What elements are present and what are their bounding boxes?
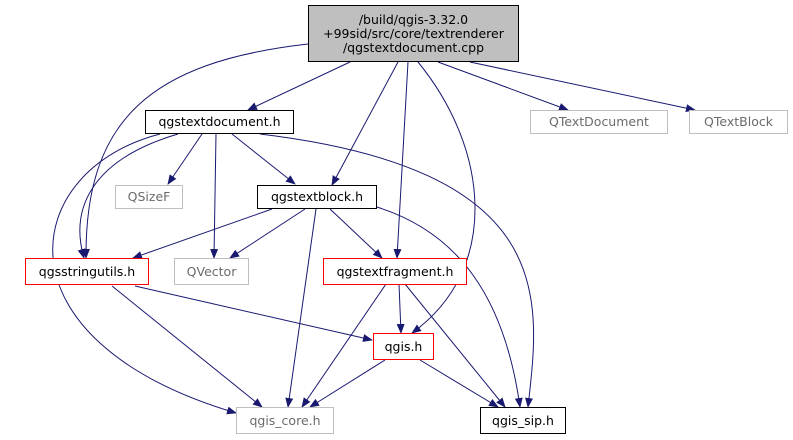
node-qtextdocument[interactable]: QTextDocument [530,110,668,134]
node-qgstextdocument-h[interactable]: qgstextdocument.h [145,110,294,134]
edge-qgstextfragment-to-qgis-sip [404,283,506,408]
edge-qgsstringutils-to-qgis-core [111,285,263,408]
node-qsizef[interactable]: QSizeF [115,185,183,209]
edge-qgstextdocument-to-qvector [210,133,219,259]
edge-qgstextdocument-to-qsizef [167,133,203,185]
edge-root-to-qtextblock [469,61,696,113]
edge-qgstextdocument-to-qgstextblock [231,133,296,185]
edge-qgis-to-qgis-core [309,359,386,408]
edge-qgstextblock-to-qgsstringutils [132,208,273,259]
node-qgstextfragment-h[interactable]: qgstextfragment.h [323,258,467,285]
edge-qgstextblock-to-qvector [229,208,306,259]
edge-qgis-to-qgis-sip [419,359,499,408]
edge-root-to-qgstextfragment-h [393,61,409,259]
root-label-line3: /qgstextdocument.cpp [342,40,485,55]
root-label-line2: +99sid/src/core/textrenderer [323,26,504,41]
edge-qgstextfragment-to-qgis-h [396,283,405,334]
edge-root-to-qtextdocument [437,61,569,111]
edge-qgstextdocument-to-qgsstringutils [77,133,179,259]
edge-qgstextfragment-to-qgis-core [301,283,387,408]
node-qgsstringutils-h[interactable]: qgsstringutils.h [25,258,149,285]
root-label-line1: /build/qgis-3.32.0 [358,12,469,27]
edge-root-to-qgsstringutils-h [81,43,309,259]
edge-root-to-qgstextdocument-h [247,61,351,111]
node-qtextblock[interactable]: QTextBlock [689,110,788,134]
node-qgstextdocument-cpp: /build/qgis-3.32.0 +99sid/src/core/textr… [308,5,519,62]
edge-qgsstringutils-to-qgis-h [134,285,373,342]
edge-qgstextblock-to-qgstextfragment [329,208,383,259]
edge-qgstextdocument-to-qgis-sip [259,133,535,408]
edge-root-to-qgstextblock-h [331,61,399,186]
node-qgis-sip-h[interactable]: qgis_sip.h [480,407,566,434]
edge-root-to-qgis-h [411,61,476,334]
edge-qgstextblock-to-qgis-core [285,208,317,408]
node-qvector[interactable]: QVector [174,258,249,285]
node-qgis-h[interactable]: qgis.h [373,333,434,360]
node-qgstextblock-h[interactable]: qgstextblock.h [257,185,377,209]
edge-qgstextblock-to-qgis-sip [369,204,523,408]
node-qgis-core-h[interactable]: qgis_core.h [236,407,334,434]
